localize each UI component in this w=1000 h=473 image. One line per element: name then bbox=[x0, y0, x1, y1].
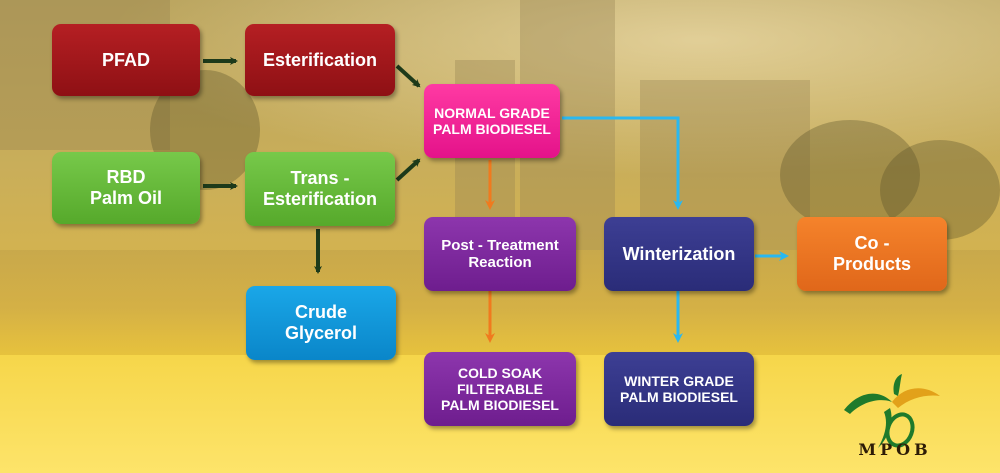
node-label-line: Esterification bbox=[262, 49, 378, 70]
node-label-line: NORMAL GRADE bbox=[434, 104, 550, 121]
node-label-line: Trans - bbox=[290, 168, 350, 189]
arrow-normal-to-winterization bbox=[562, 116, 683, 210]
node-esterification: Esterification bbox=[245, 24, 395, 96]
node-label-line: Co - bbox=[854, 233, 890, 254]
node-label-line: Products bbox=[832, 254, 911, 274]
node-label-line: PALM BIODIESEL bbox=[433, 121, 551, 137]
mpob-logo-icon bbox=[844, 374, 940, 448]
node-trans-esterification: Trans -Esterification bbox=[245, 152, 395, 226]
node-label-line: COLD SOAK bbox=[458, 364, 542, 381]
node-label-line: Crude bbox=[294, 302, 347, 323]
node-label-line: WINTER GRADE bbox=[624, 372, 734, 389]
node-label: Trans -Esterification bbox=[263, 168, 377, 209]
node-label-line: Post - Treatment bbox=[441, 236, 559, 254]
node-label: Co -Products bbox=[833, 233, 911, 274]
node-pfad: PFAD bbox=[52, 24, 200, 96]
arrow-trans-to-normal bbox=[395, 158, 421, 182]
node-label-line: FILTERABLE bbox=[456, 380, 544, 397]
node-label-line: RBD bbox=[106, 167, 146, 188]
node-label-line: Esterification bbox=[262, 189, 378, 209]
node-label: Esterification bbox=[263, 50, 377, 71]
node-label: PFAD bbox=[102, 50, 150, 71]
arrow-esterification-to-normal bbox=[395, 64, 421, 88]
logo-text: MPOB bbox=[858, 440, 932, 459]
node-co-products: Co -Products bbox=[797, 217, 947, 291]
node-label-line: Reaction bbox=[468, 254, 532, 271]
node-label-line: Glycerol bbox=[284, 323, 358, 343]
node-label-line: Winterization bbox=[622, 243, 736, 264]
background-tree bbox=[780, 120, 920, 230]
node-label-line: PALM BIODIESEL bbox=[441, 397, 559, 414]
node-label-line: PFAD bbox=[101, 49, 150, 70]
node-label: Winterization bbox=[623, 244, 736, 265]
node-label-line: PALM BIODIESEL bbox=[620, 389, 738, 405]
node-winterization: Winterization bbox=[604, 217, 754, 291]
node-label-line: Palm Oil bbox=[89, 188, 163, 208]
